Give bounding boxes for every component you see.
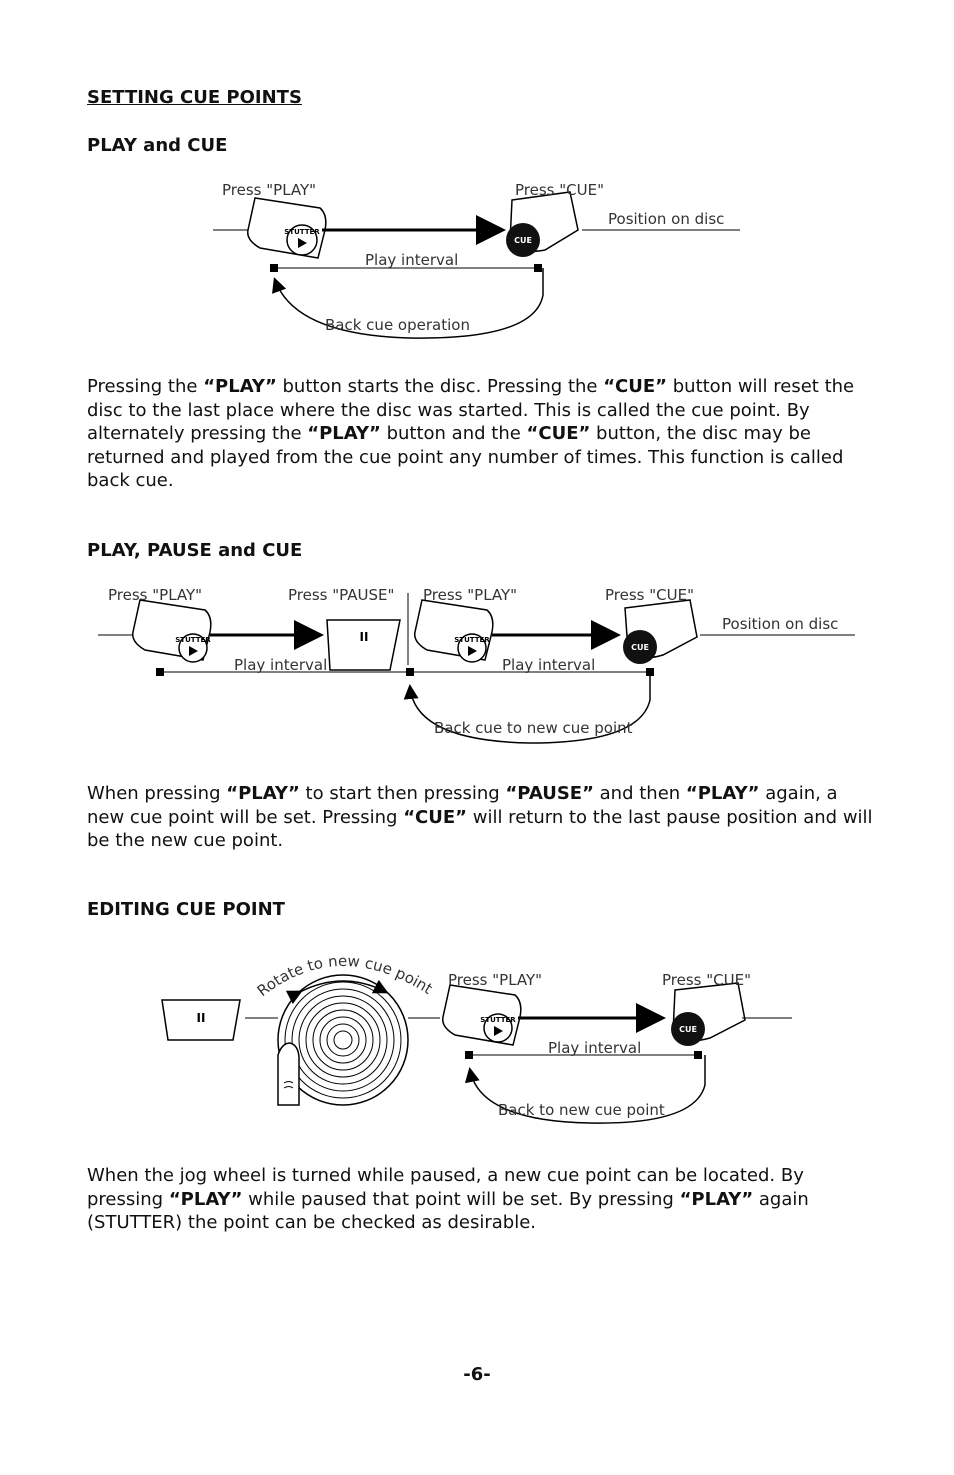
paragraph-text: When pressing (87, 783, 227, 804)
pause-button-icon: II (161, 999, 241, 1041)
position-label: Position on disc (608, 210, 724, 228)
bold-term: “CUE” (526, 423, 591, 444)
bold-term: “PLAY” (226, 783, 300, 804)
bold-term: “PLAY” (168, 1188, 243, 1210)
paragraph-text: When the jog wheel is turned while pause… (87, 1165, 804, 1210)
paragraph-text: while paused that point will be set. By … (242, 1188, 680, 1210)
paragraph-text: Pressing the (87, 376, 204, 397)
stutter-label: STUTTER (480, 1016, 516, 1024)
stutter-label: STUTTER (284, 228, 320, 236)
press-cue-label: Press "CUE" (662, 971, 751, 989)
press-play-label-2: Press "PLAY" (423, 586, 517, 604)
paragraph-text: will return to the last pause position a… (87, 806, 873, 852)
pause-symbol: II (197, 1011, 206, 1025)
stutter-label: STUTTER (454, 636, 490, 644)
bold-term: “PLAY” (203, 376, 277, 397)
cue-label: CUE (679, 1025, 697, 1034)
play-cue-diagram: STUTTER CUE Press "PLAY" Press "CUE" Pos… (213, 181, 740, 339)
cue-label: CUE (514, 236, 532, 245)
press-cue-label: Press "CUE" (515, 181, 604, 199)
back-cue-label: Back to new cue point (498, 1101, 665, 1119)
cue-button-icon: CUE (671, 982, 746, 1046)
position-label: Position on disc (722, 615, 838, 633)
bold-term: “CUE” (603, 376, 668, 397)
stutter-label: STUTTER (175, 636, 211, 644)
pause-symbol: II (360, 630, 369, 644)
press-pause-label: Press "PAUSE" (288, 586, 394, 604)
paragraph-text: button, the disc may be returned and pla… (87, 423, 844, 491)
page-title: SETTING CUE POINTS (87, 87, 302, 108)
editing-cue-point-diagram: II Rotate to new cue point STUTTER CUE P… (161, 952, 792, 1124)
paragraph-play-pause-cue: When pressing “PLAY” to start then press… (87, 782, 877, 853)
paragraph-play-cue: Pressing the “PLAY” button starts the di… (87, 375, 877, 493)
paragraph-editing-cue-point: When the jog wheel is turned while pause… (87, 1164, 877, 1235)
paragraph-text: again, a new cue point will be set. Pres… (87, 783, 838, 828)
jog-wheel-icon (277, 974, 409, 1106)
section-heading-play-pause-cue: PLAY, PAUSE and CUE (87, 540, 303, 561)
bold-term: “PLAY” (685, 783, 760, 804)
paragraph-text: again (STUTTER) the point can be checked… (87, 1188, 809, 1234)
back-cue-label: Back cue to new cue point (434, 719, 633, 737)
play-interval-label-2: Play interval (502, 656, 595, 674)
press-play-label: Press "PLAY" (222, 181, 316, 199)
press-play-label: Press "PLAY" (108, 586, 202, 604)
cue-button-icon: CUE (506, 191, 579, 257)
play-interval-label-1: Play interval (234, 656, 327, 674)
play-interval-label: Play interval (365, 251, 458, 269)
paragraph-text: button starts the disc. Pressing the (276, 376, 604, 397)
play-button-icon: STUTTER (442, 984, 522, 1046)
bold-term: “PLAY” (679, 1188, 754, 1210)
paragraph-text: and then (593, 783, 686, 804)
bold-term: “PLAY” (307, 423, 381, 444)
bold-term: “CUE” (403, 806, 468, 828)
back-cue-label: Back cue operation (325, 316, 470, 334)
play-button-icon: STUTTER (132, 599, 212, 663)
play-button-icon: STUTTER (247, 197, 327, 259)
play-button-icon-2: STUTTER (414, 599, 494, 663)
paragraph-text: button and the (380, 423, 527, 444)
pause-button-icon: II (326, 619, 401, 671)
section-heading-editing-cue-point: EDITING CUE POINT (87, 899, 285, 920)
play-interval-label: Play interval (548, 1039, 641, 1057)
paragraph-text: button will reset the disc to the last p… (87, 376, 855, 444)
press-cue-label: Press "CUE" (605, 586, 694, 604)
paragraph-text: to start then pressing (299, 783, 506, 804)
cue-label: CUE (631, 643, 649, 652)
cue-button-icon: CUE (623, 599, 698, 664)
section-heading-play-cue: PLAY and CUE (87, 135, 228, 156)
press-play-label: Press "PLAY" (448, 971, 542, 989)
bold-term: “PAUSE” (505, 783, 594, 804)
play-pause-cue-diagram: STUTTER II STUTTER CUE Press "PLAY" Pres… (98, 586, 855, 744)
page-number: -6- (463, 1364, 491, 1385)
